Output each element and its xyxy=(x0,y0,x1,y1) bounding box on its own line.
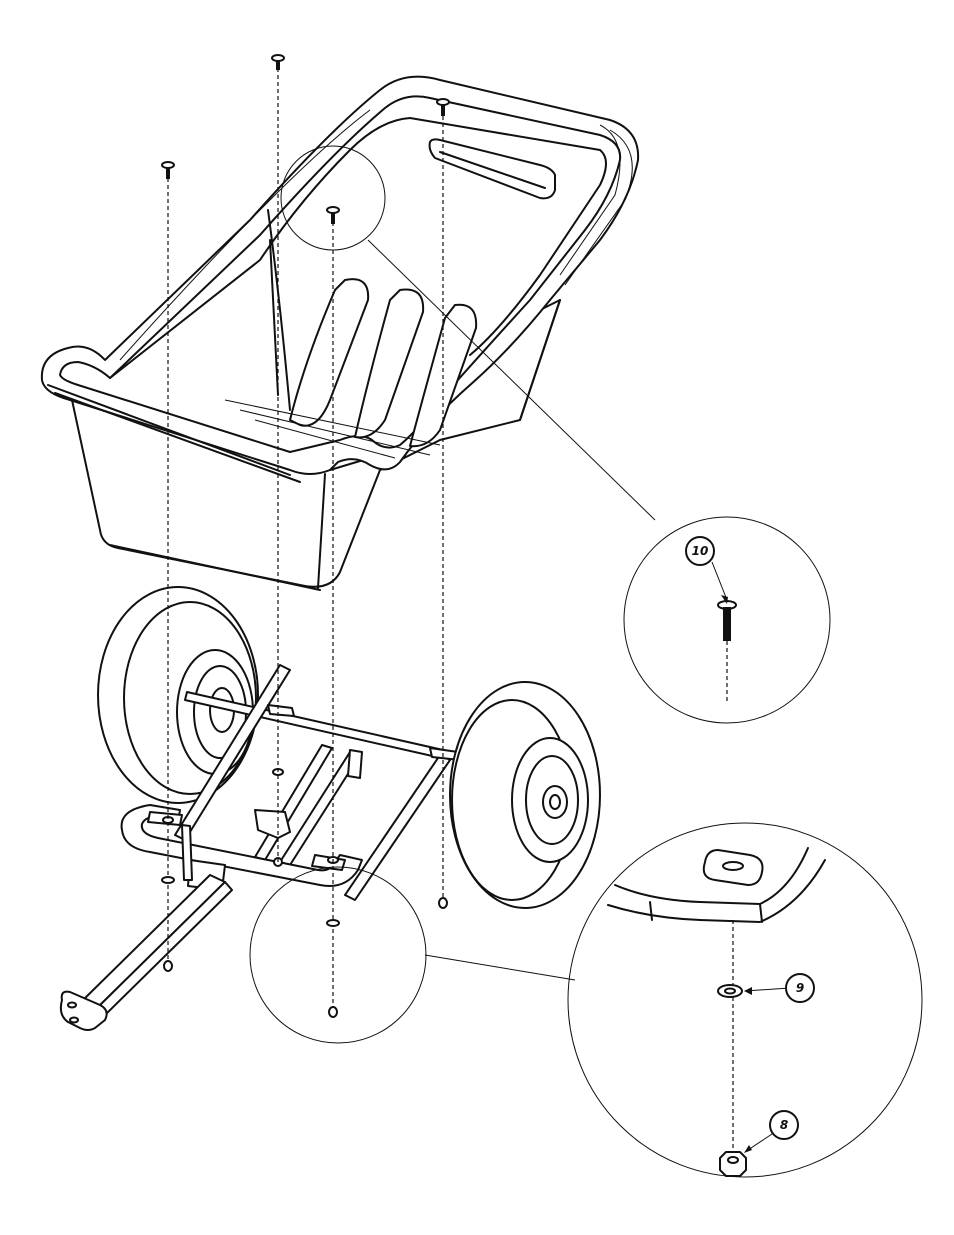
screw-1 xyxy=(272,55,284,70)
callout-9-label: 9 xyxy=(796,981,804,995)
screw-3 xyxy=(162,162,174,179)
tow-tongue xyxy=(61,875,232,1030)
callout-10-label: 10 xyxy=(692,544,709,558)
cart-tub xyxy=(42,77,638,590)
callout-9: 9 xyxy=(786,974,814,1002)
callout-8-label: 8 xyxy=(780,1118,788,1132)
callout-8: 8 xyxy=(770,1111,798,1139)
left-wheel xyxy=(98,587,258,803)
callout-10: 10 xyxy=(686,537,714,565)
right-wheel xyxy=(450,682,600,908)
